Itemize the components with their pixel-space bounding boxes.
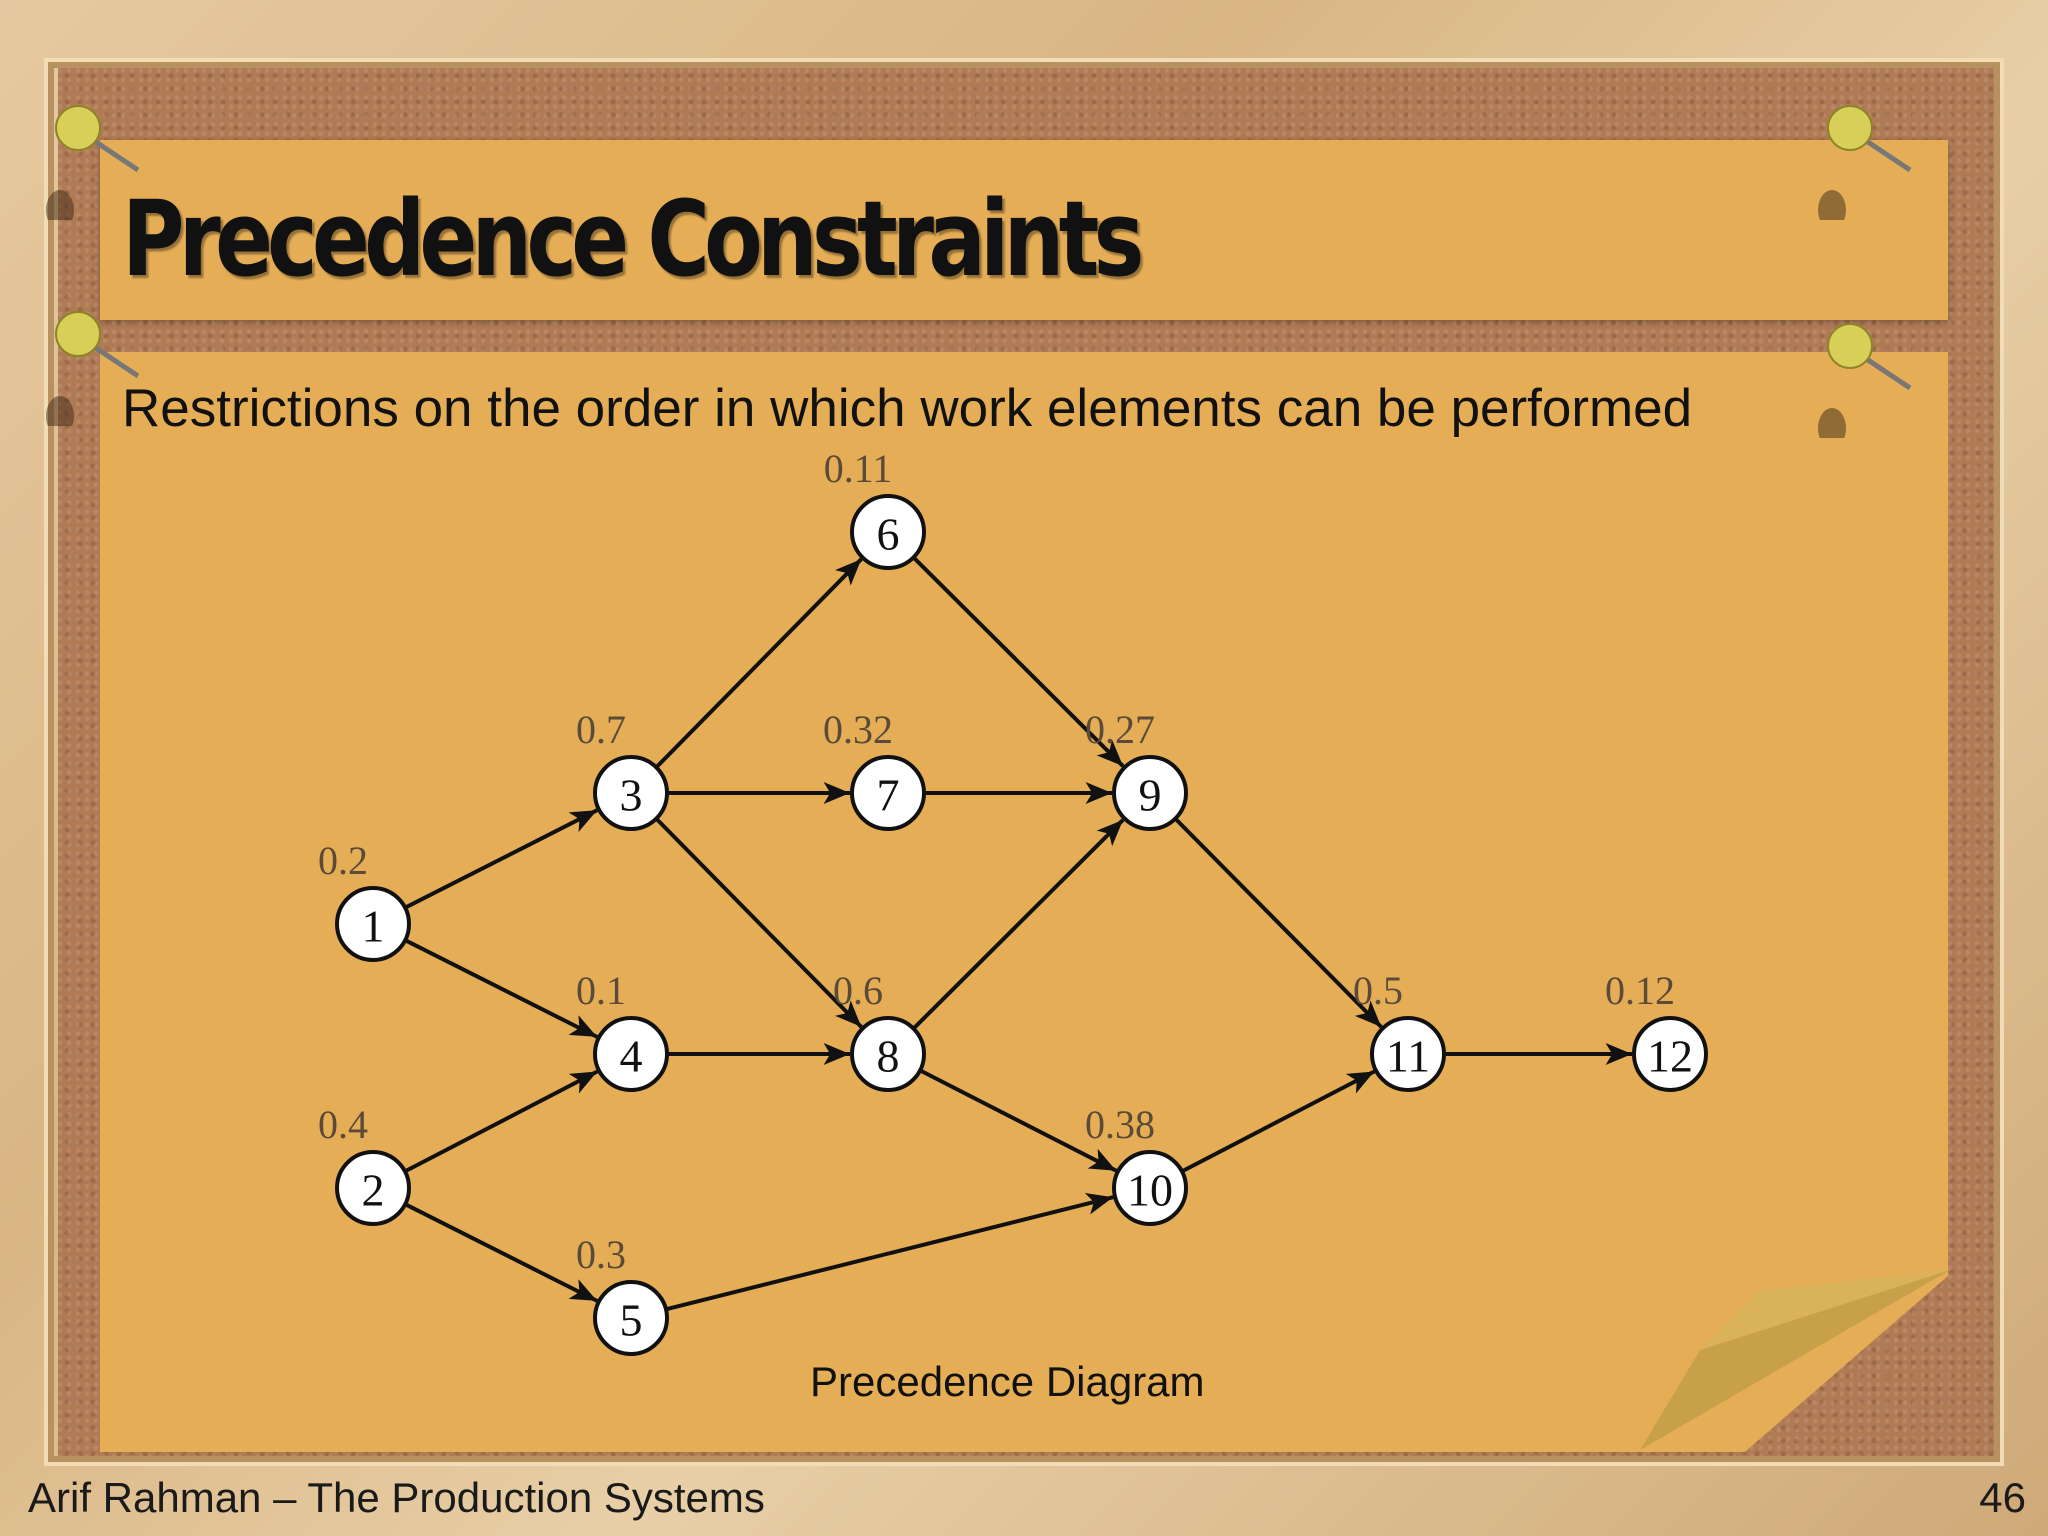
node-circle bbox=[335, 1150, 411, 1226]
node-circle bbox=[1632, 1016, 1708, 1092]
edge-1-to-3 bbox=[404, 808, 599, 910]
node-time-label: 0.38 bbox=[1085, 1102, 1155, 1147]
node-time-label: 0.11 bbox=[824, 446, 893, 491]
node-circle bbox=[850, 755, 926, 831]
node-circle bbox=[593, 1016, 669, 1092]
node-7: 70.32 bbox=[823, 707, 926, 831]
node-9: 90.27 bbox=[1085, 707, 1188, 831]
node-time-label: 0.4 bbox=[318, 1102, 368, 1147]
node-12: 120.12 bbox=[1605, 968, 1708, 1092]
title-note bbox=[100, 140, 1948, 320]
node-id-label: 9 bbox=[1139, 770, 1162, 821]
pushpin-icon bbox=[46, 105, 140, 220]
edge-2-to-5 bbox=[404, 1202, 598, 1303]
node-id-label: 2 bbox=[362, 1165, 385, 1216]
node-time-label: 0.27 bbox=[1085, 707, 1155, 752]
node-time-label: 0.7 bbox=[576, 707, 626, 752]
pushpin-icon bbox=[1818, 323, 1912, 438]
node-10: 100.38 bbox=[1085, 1102, 1188, 1226]
node-id-label: 11 bbox=[1386, 1031, 1430, 1082]
node-time-label: 0.6 bbox=[833, 968, 883, 1013]
page-curl-graphic bbox=[1640, 1270, 1950, 1450]
node-id-label: 10 bbox=[1127, 1165, 1173, 1216]
page-number: 46 bbox=[1979, 1474, 2026, 1521]
slide-subtitle: Restrictions on the order in which work … bbox=[122, 379, 1693, 438]
node-circle bbox=[335, 886, 411, 962]
node-id-label: 8 bbox=[877, 1031, 900, 1082]
node-id-label: 3 bbox=[620, 770, 643, 821]
edge-10-to-11 bbox=[1181, 1069, 1376, 1174]
node-4: 40.1 bbox=[576, 968, 669, 1092]
node-time-label: 0.12 bbox=[1605, 968, 1675, 1013]
node-8: 80.6 bbox=[833, 968, 926, 1092]
diagram-nodes: 10.220.430.740.150.360.1170.3280.690.271… bbox=[318, 446, 1708, 1356]
node-2: 20.4 bbox=[318, 1102, 411, 1226]
node-id-label: 4 bbox=[620, 1031, 643, 1082]
edge-3-to-8 bbox=[654, 817, 863, 1029]
edge-1-to-4 bbox=[404, 938, 598, 1039]
node-circle bbox=[850, 494, 926, 570]
node-circle bbox=[593, 1280, 669, 1356]
node-5: 50.3 bbox=[576, 1232, 669, 1356]
node-id-label: 1 bbox=[362, 901, 385, 952]
node-time-label: 0.32 bbox=[823, 707, 893, 752]
node-time-label: 0.1 bbox=[576, 968, 626, 1013]
edge-6-to-9 bbox=[912, 555, 1125, 768]
edge-8-to-10 bbox=[919, 1068, 1118, 1173]
node-id-label: 5 bbox=[620, 1295, 643, 1346]
edge-3-to-6 bbox=[654, 557, 863, 769]
node-11: 110.5 bbox=[1353, 968, 1446, 1092]
edge-8-to-9 bbox=[912, 818, 1125, 1031]
node-circle bbox=[850, 1016, 926, 1092]
node-circle bbox=[593, 755, 669, 831]
edge-5-to-10 bbox=[665, 1192, 1114, 1312]
footer-text: Arif Rahman – The Production Systems bbox=[28, 1474, 765, 1521]
edge-9-to-11 bbox=[1173, 817, 1383, 1029]
node-id-label: 6 bbox=[877, 509, 900, 560]
node-time-label: 0.3 bbox=[576, 1232, 626, 1277]
diagram-caption: Precedence Diagram bbox=[810, 1358, 1205, 1405]
pushpin-icon bbox=[1818, 105, 1912, 220]
content-note bbox=[100, 352, 1948, 1452]
slide-title: Precedence Constraints bbox=[122, 178, 1144, 300]
node-id-label: 7 bbox=[877, 770, 900, 821]
edge-2-to-4 bbox=[404, 1069, 599, 1174]
node-3: 30.7 bbox=[576, 707, 669, 831]
node-id-label: 12 bbox=[1647, 1031, 1693, 1082]
node-1: 10.2 bbox=[318, 838, 411, 962]
node-time-label: 0.5 bbox=[1353, 968, 1403, 1013]
pushpin-icon bbox=[46, 311, 140, 426]
node-6: 60.11 bbox=[824, 446, 926, 570]
diagram-edges bbox=[404, 555, 1632, 1312]
node-circle bbox=[1370, 1016, 1446, 1092]
node-circle bbox=[1112, 1150, 1188, 1226]
node-time-label: 0.2 bbox=[318, 838, 368, 883]
node-circle bbox=[1112, 755, 1188, 831]
